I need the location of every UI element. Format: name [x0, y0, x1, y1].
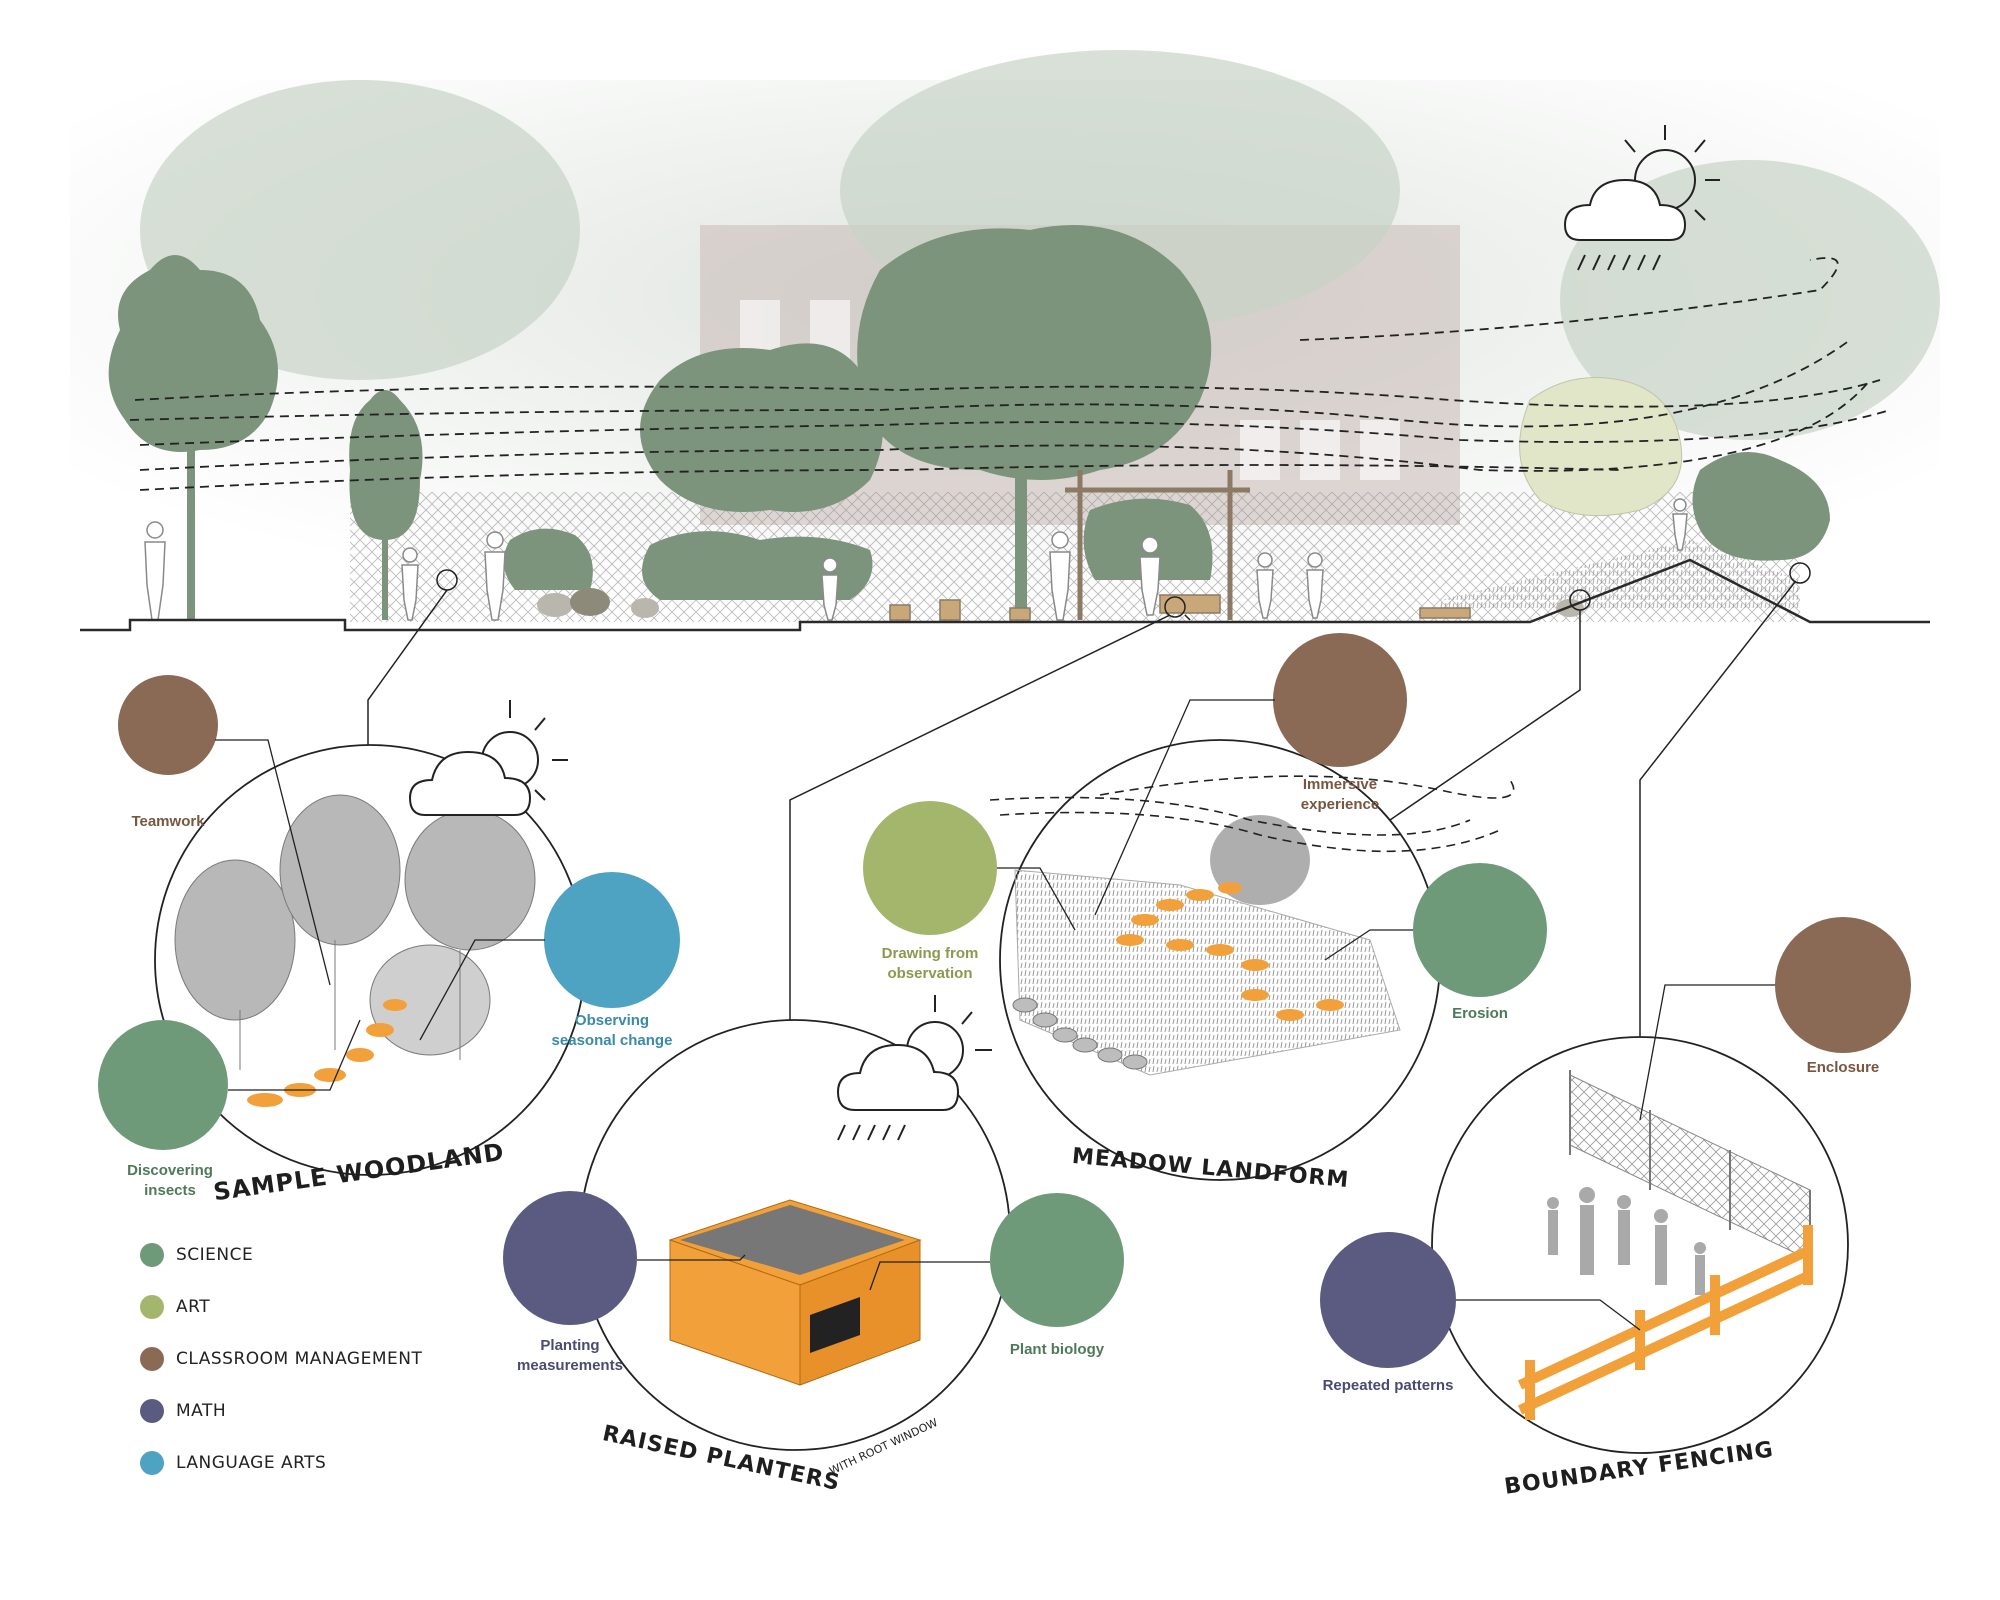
meadow-grass [1440, 540, 1800, 610]
drawing-label-1: Drawing from [882, 945, 979, 962]
planting-label-1: Planting [540, 1337, 599, 1354]
pergola [1065, 470, 1250, 620]
discovering-label-2: insects [144, 1182, 196, 1199]
observing-photo [544, 872, 680, 1008]
children-figures [1547, 1187, 1706, 1295]
legend-item-math: MATH [140, 1391, 422, 1431]
cloud-sun-icon [408, 700, 568, 816]
erosion-photo [1413, 863, 1547, 997]
legend-label: LANGUAGE ARTS [176, 1453, 327, 1473]
immersive-label-2: experience [1301, 796, 1379, 813]
planter-box [668, 1199, 922, 1386]
people-silhouettes [144, 498, 1688, 621]
zone-raised-planters: Planting measurements Plant biology RAIS… [503, 995, 1124, 1496]
discovering-photo [98, 1020, 228, 1150]
teamwork-label: Teamwork [131, 813, 205, 830]
legend-label: SCIENCE [176, 1245, 254, 1265]
teamwork-photo [118, 675, 218, 775]
meadow-wind-lines [989, 775, 1515, 853]
plant-biology-label: Plant biology [1010, 1341, 1105, 1358]
section-elevation [70, 50, 1940, 632]
repeated-photo [1320, 1232, 1456, 1368]
faded-tree [1519, 377, 1683, 517]
legend-label: MATH [176, 1401, 227, 1421]
legend: SCIENCE ART CLASSROOM MANAGEMENT MATH LA… [140, 1235, 422, 1495]
meadow-shrub [1210, 815, 1310, 905]
zone-sample-woodland: Teamwork Observing seasonal change Disco… [98, 675, 680, 1206]
planting-label-2: measurements [517, 1357, 623, 1374]
tree-4 [857, 225, 1212, 480]
section-trees [108, 225, 1830, 620]
repeated-label: Repeated patterns [1323, 1377, 1454, 1394]
drawing-photo [863, 801, 997, 935]
legend-dot [140, 1451, 164, 1475]
immersive-photo [1273, 633, 1407, 767]
legend-item-classroom: CLASSROOM MANAGEMENT [140, 1339, 422, 1379]
boulders [537, 588, 1584, 618]
woodland-trees [174, 794, 536, 1070]
rain-cloud-sun-icon [1563, 125, 1720, 271]
tree-7 [1692, 452, 1830, 561]
legend-dot [140, 1243, 164, 1267]
tree-8 [503, 528, 593, 590]
legend-item-science: SCIENCE [140, 1235, 422, 1275]
immersive-label-1: Immersive [1303, 776, 1377, 793]
observing-label-1: Observing [575, 1012, 649, 1029]
orange-fence [1517, 1225, 1813, 1420]
meadow-path-stones [1116, 882, 1344, 1021]
legend-item-language-arts: LANGUAGE ARTS [140, 1443, 422, 1483]
discovering-label-1: Discovering [127, 1162, 213, 1179]
legend-dot [140, 1399, 164, 1423]
stumps-and-benches [889, 594, 1471, 621]
meadow-ground [1014, 869, 1401, 1076]
legend-label: CLASSROOM MANAGEMENT [176, 1349, 423, 1369]
tree-2 [349, 390, 423, 540]
enclosure-photo [1775, 917, 1911, 1053]
tree-1 [108, 255, 278, 452]
meadow-stumps [1012, 997, 1148, 1070]
zone-boundary-fencing: Enclosure Repeated patterns BOUNDARY FEN… [1320, 917, 1911, 1500]
connector-lines [367, 562, 1811, 1040]
tree-5 [642, 531, 873, 600]
legend-dot [140, 1347, 164, 1371]
legend-label: ART [176, 1297, 211, 1317]
legend-item-art: ART [140, 1287, 422, 1327]
planting-photo [503, 1191, 637, 1325]
erosion-label: Erosion [1452, 1005, 1508, 1022]
legend-dot [140, 1295, 164, 1319]
rain-cloud-sun-icon [836, 995, 992, 1141]
observing-label-2: seasonal change [552, 1032, 673, 1049]
drawing-label-2: observation [887, 965, 972, 982]
enclosure-label: Enclosure [1807, 1059, 1880, 1076]
ground-line [80, 558, 1930, 632]
wind-lines [129, 257, 1891, 491]
fencing-circle [1431, 1036, 1849, 1454]
plant-biology-photo [990, 1193, 1124, 1327]
